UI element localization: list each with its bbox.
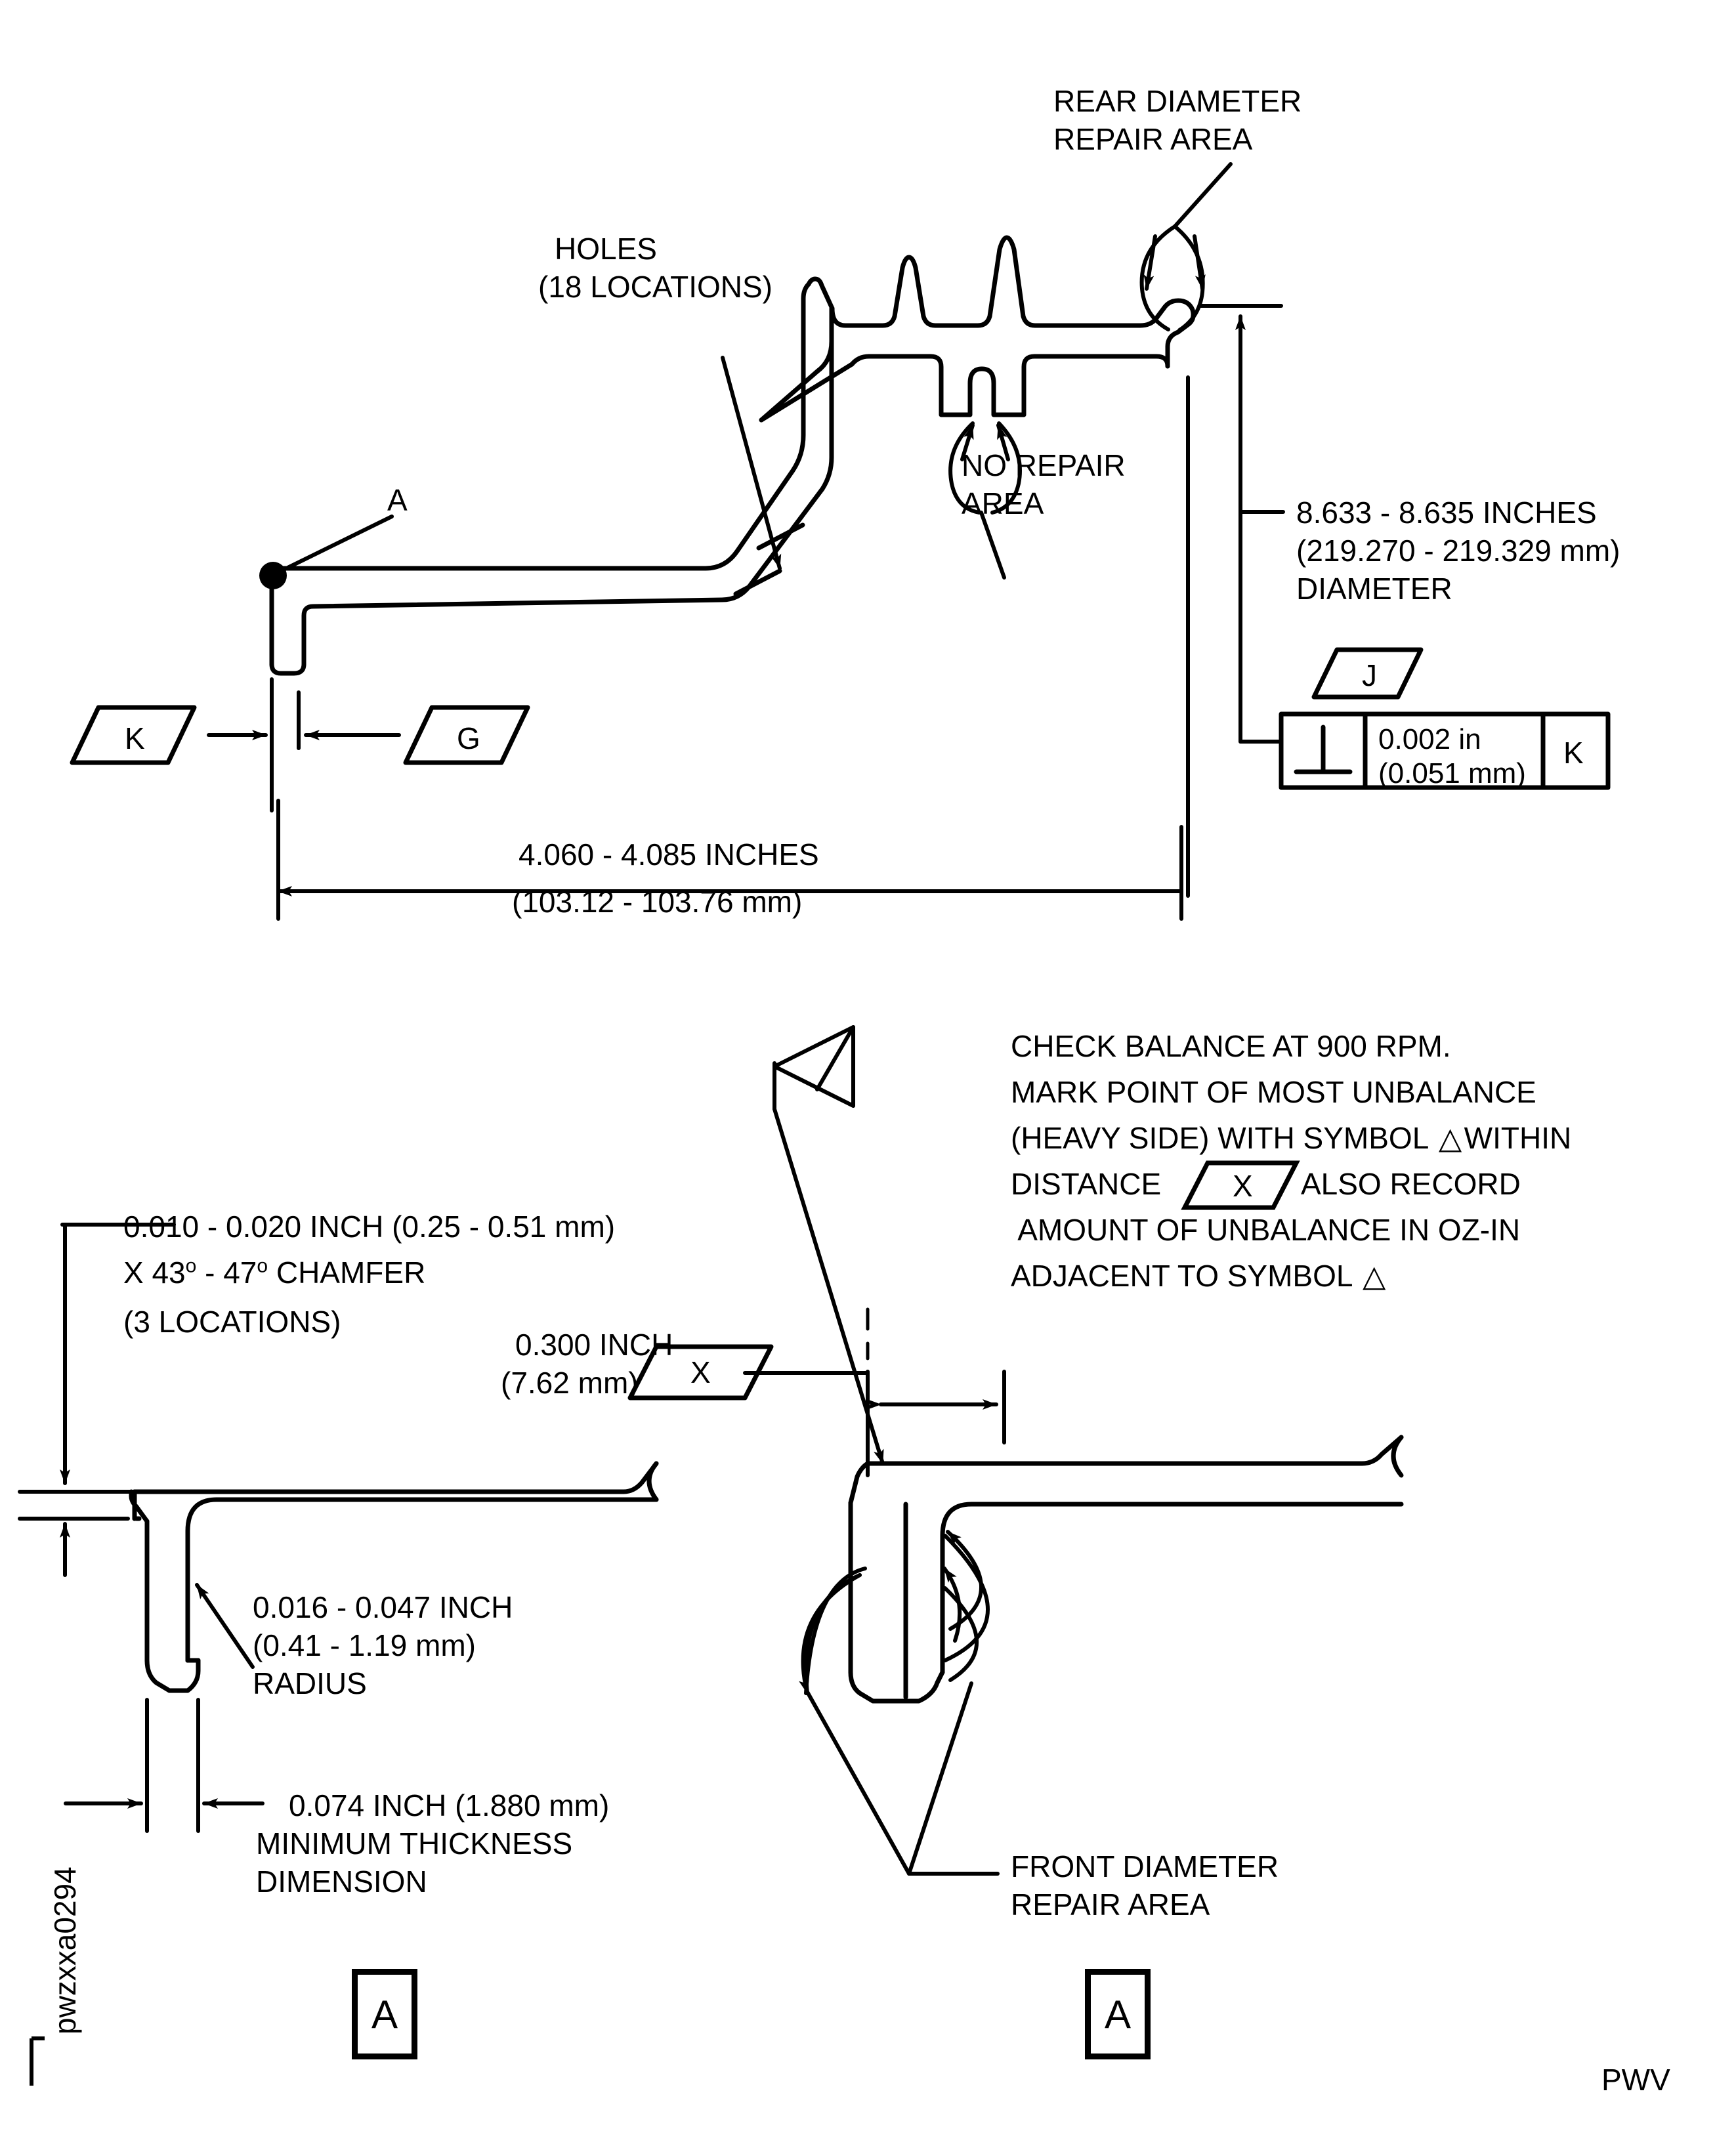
- balance-note-line3: (HEAVY SIDE) WITH SYMBOL △WITHIN: [1011, 1119, 1571, 1158]
- balance-note-line4-post: ALSO RECORD: [1300, 1167, 1521, 1201]
- holes-label-line1: HOLES: [555, 232, 657, 266]
- degree-symbol-2: o: [257, 1255, 268, 1277]
- balance-note-line3-post: WITHIN: [1464, 1121, 1572, 1155]
- no-repair-area-label-line1: NO REPAIR: [962, 448, 1126, 482]
- chamfer-dimension-line3: (3 LOCATIONS): [123, 1305, 341, 1339]
- chamfer-dimension-line2: X 43o - 47o CHAMFER: [123, 1253, 425, 1293]
- datum-symbol-k-label: K: [125, 721, 145, 755]
- balance-note-line2: MARK POINT OF MOST UNBALANCE: [1011, 1075, 1536, 1109]
- point-a-label: A: [387, 483, 408, 517]
- balance-note-line1: CHECK BALANCE AT 900 RPM.: [1011, 1029, 1451, 1063]
- thickness-dimension-line1: 0.074 INCH (1.880 mm): [289, 1788, 610, 1822]
- length-dimension-line2: (103.12 - 103.76 mm): [512, 885, 803, 919]
- distance-dimension-line2: (7.62 mm): [501, 1366, 639, 1400]
- diameter-dimension-line3: DIAMETER: [1296, 572, 1452, 606]
- radius-dimension-line3: RADIUS: [253, 1666, 367, 1700]
- view-label-box-right: A: [1085, 1969, 1151, 2059]
- chamfer-pre: X 43: [123, 1255, 186, 1290]
- balance-note-line5: AMOUNT OF UNBALANCE IN OZ-IN: [1011, 1213, 1521, 1247]
- front-repair-area-label-line2: REPAIR AREA: [1011, 1887, 1210, 1922]
- triangle-symbol-1: △: [1438, 1121, 1462, 1155]
- balance-note-line4-pre: DISTANCE: [1011, 1167, 1170, 1201]
- distance-dimension-line1: 0.300 INCH: [515, 1328, 673, 1362]
- holes-label-line2: (18 LOCATIONS): [538, 270, 773, 304]
- thickness-dimension-line3: DIMENSION: [256, 1864, 427, 1899]
- diameter-dimension-line1: 8.633 - 8.635 INCHES: [1296, 495, 1597, 530]
- front-repair-area-label-line1: FRONT DIAMETER: [1011, 1849, 1279, 1884]
- balance-note-line4: DISTANCE ALSO RECORD: [1011, 1165, 1521, 1204]
- balance-note-line6-pre: ADJACENT TO SYMBOL: [1011, 1259, 1361, 1293]
- corner-code-label: PWV: [1601, 2063, 1670, 2097]
- length-dimension-line1: 4.060 - 4.085 INCHES: [519, 837, 819, 872]
- rear-repair-area-label-line2: REPAIR AREA: [1053, 122, 1253, 156]
- triangle-symbol-2: △: [1363, 1259, 1386, 1293]
- degree-symbol-1: o: [185, 1255, 197, 1277]
- chamfer-post: CHAMFER: [268, 1255, 426, 1290]
- radius-dimension-line1: 0.016 - 0.047 INCH: [253, 1590, 513, 1624]
- diameter-dimension-line2: (219.270 - 219.329 mm): [1296, 534, 1620, 568]
- view-label-left-text: A: [371, 1992, 398, 2036]
- fcf-datum-reference: K: [1563, 736, 1584, 770]
- chamfer-mid: - 47: [196, 1255, 257, 1290]
- balance-note-line6: ADJACENT TO SYMBOL △: [1011, 1257, 1388, 1296]
- thickness-dimension-line2: MINIMUM THICKNESS: [256, 1826, 573, 1861]
- no-repair-area-label-line2: AREA: [962, 486, 1044, 520]
- balance-note-line3-pre: (HEAVY SIDE) WITH SYMBOL: [1011, 1121, 1437, 1155]
- view-label-box-left: A: [352, 1969, 417, 2059]
- chamfer-dimension-line1: 0.010 - 0.020 INCH (0.25 - 0.51 mm): [123, 1210, 616, 1244]
- balance-note-datum-x-label: X: [1233, 1169, 1253, 1203]
- datum-symbol-x-label: X: [690, 1355, 711, 1389]
- view-label-right-text: A: [1104, 1992, 1132, 2036]
- fcf-tolerance-line1: 0.002 in: [1378, 723, 1481, 755]
- rear-repair-area-label-line1: REAR DIAMETER: [1053, 84, 1302, 118]
- radius-dimension-line2: (0.41 - 1.19 mm): [253, 1628, 476, 1662]
- fcf-tolerance-line2: (0.051 mm): [1378, 757, 1526, 790]
- datum-symbol-j-label: J: [1362, 658, 1377, 692]
- datum-symbol-g-label: G: [457, 721, 480, 755]
